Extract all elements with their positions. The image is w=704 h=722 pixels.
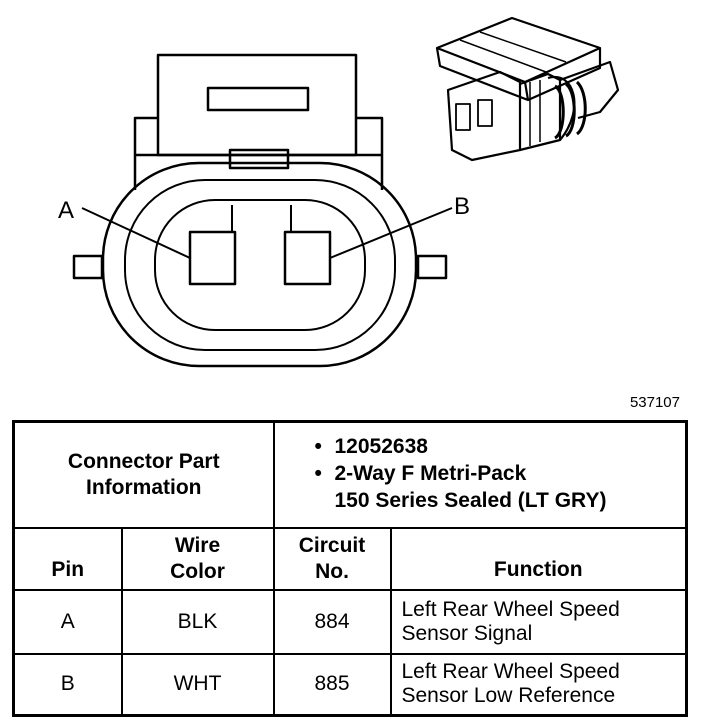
- wire-color-cell: BLK: [120, 588, 275, 655]
- connector-type-line2: 150 Series Sealed (LT GRY): [334, 489, 607, 513]
- connector-face-view: [72, 53, 453, 368]
- left-rail: [133, 116, 158, 190]
- part-number: 12052638: [334, 435, 428, 459]
- circuit-cell: 884: [272, 588, 392, 655]
- connector-type-line1: 2-Way F Metri-Pack: [334, 462, 527, 486]
- figure-id: 537107: [629, 394, 680, 411]
- connector-outer-oval: [101, 161, 418, 368]
- leader-b: [329, 207, 453, 259]
- latch-housing: [156, 53, 358, 157]
- function-cell: Left Rear Wheel Speed Sensor Signal: [389, 588, 688, 655]
- key-tab: [228, 148, 290, 170]
- pin-cell: B: [12, 652, 123, 717]
- leader-a: [81, 207, 191, 259]
- circuit-column-header: Circuit No.: [272, 526, 392, 591]
- connector-part-details: 12052638 2-Way F Metri-Pack 150 Series S…: [272, 420, 688, 529]
- pin-column-header: Pin: [12, 526, 123, 591]
- wire-color-column-header: Wire Color: [120, 526, 275, 591]
- function-column-header: Function: [389, 526, 688, 591]
- latch-window: [206, 86, 310, 112]
- connector-middle-oval: [124, 179, 396, 351]
- connector-type-item: 2-Way F Metri-Pack 150 Series Sealed (LT…: [315, 460, 676, 514]
- connector-part-label: Connector Part Information: [12, 420, 275, 529]
- pin-label-b: B: [454, 193, 470, 220]
- connector-diagram: A B: [58, 16, 620, 368]
- connector-part-row: Connector Part Information 12052638 2-Wa…: [12, 420, 688, 529]
- pin-label-a: A: [58, 197, 74, 224]
- pin-cell: A: [12, 588, 123, 655]
- wire-color-cell: WHT: [120, 652, 275, 717]
- connector-perspective-illustration: [435, 16, 620, 162]
- table-row: A BLK 884 Left Rear Wheel Speed Sensor S…: [12, 588, 688, 655]
- circuit-cell: 885: [272, 652, 392, 717]
- right-ear: [416, 254, 448, 280]
- column-header-row: Pin Wire Color Circuit No. Function: [12, 526, 688, 591]
- part-number-item: 12052638: [315, 433, 676, 460]
- part-info-list: 12052638 2-Way F Metri-Pack 150 Series S…: [315, 433, 676, 514]
- connector-info-table: Connector Part Information 12052638 2-Wa…: [12, 420, 688, 717]
- connector-inner-oval: [154, 199, 366, 331]
- left-ear: [72, 254, 104, 280]
- right-rail: [356, 116, 384, 190]
- terminal-a: [188, 230, 237, 286]
- table-row: B WHT 885 Left Rear Wheel Speed Sensor L…: [12, 652, 688, 717]
- terminal-b: [283, 230, 332, 286]
- function-cell: Left Rear Wheel Speed Sensor Low Referen…: [389, 652, 688, 717]
